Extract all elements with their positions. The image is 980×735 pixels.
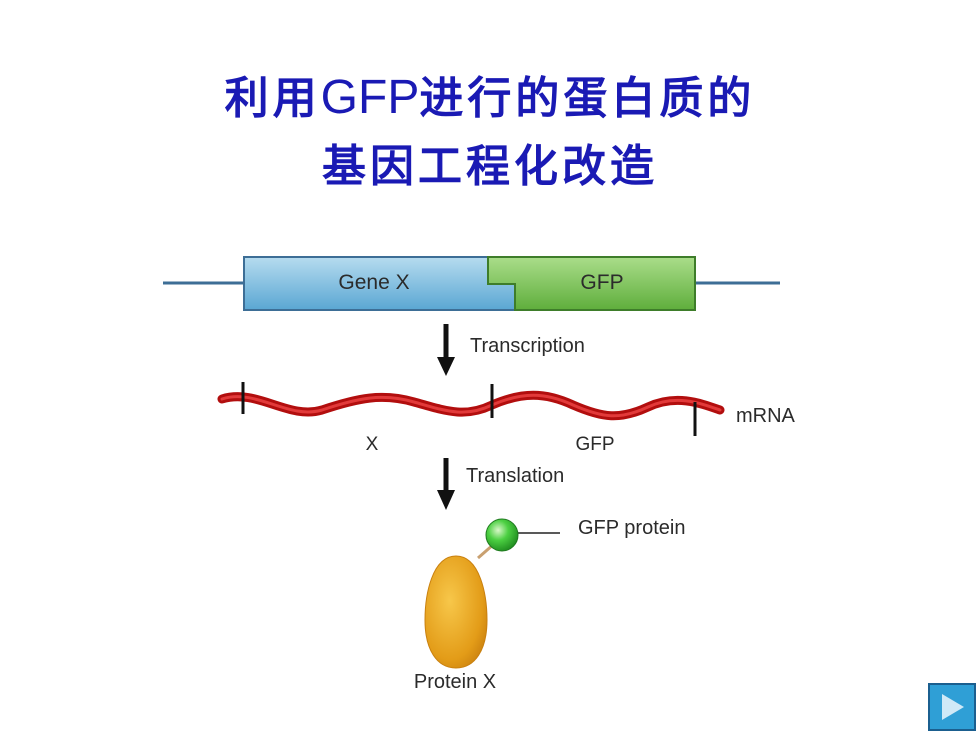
- next-slide-button[interactable]: [928, 683, 976, 731]
- title-text-pre: 利用: [224, 73, 321, 124]
- slide-title-line-2: 基因工程化改造: [322, 141, 658, 192]
- mrna-highlight: [220, 393, 722, 418]
- gfp-protein-label: GFP protein: [578, 517, 685, 539]
- gfp-gene-box: [487, 256, 696, 311]
- mrna-label: mRNA: [736, 405, 796, 427]
- title-text-gfp: GFP: [320, 71, 420, 124]
- gfp-protein-ball: [485, 518, 519, 552]
- play-triangle-icon: [942, 694, 964, 720]
- translation-label: Translation: [466, 465, 564, 487]
- translation-arrow-icon: [437, 458, 455, 510]
- protein-x-shape: [424, 555, 488, 669]
- gene-x-label: Gene X: [338, 271, 409, 294]
- transcription-arrow-icon: [437, 324, 455, 376]
- mrna-x-label: X: [366, 434, 379, 455]
- mrna-gfp-label: GFP: [575, 434, 614, 455]
- gfp-gene-label: GFP: [580, 271, 623, 294]
- protein-x-label: Protein X: [414, 671, 496, 693]
- transcription-label: Transcription: [470, 335, 585, 357]
- slide-title-line-1: 利用GFP进行的蛋白质的: [0, 74, 980, 122]
- title-text-post: 进行的蛋白质的: [419, 73, 756, 124]
